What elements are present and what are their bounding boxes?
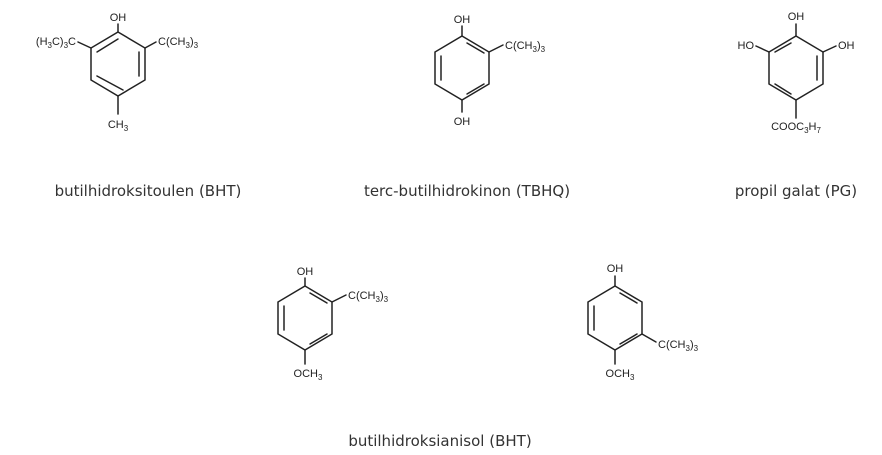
bht-top-substituent: OH — [110, 12, 127, 24]
pg-top-substituent: OH — [788, 11, 805, 23]
tbhq-ring — [434, 35, 490, 101]
pg-bottom-substituent: COOC3H7 — [771, 121, 821, 135]
bht-structure: OH (H3C)3C C(CH3)3 CH3 — [36, 12, 199, 133]
bha-isomer1-right-substituent: C(CH3)3 — [348, 290, 389, 304]
bha-isomer2-bottom-substituent: OCH3 — [606, 368, 635, 382]
bha-isomer2-top-substituent: OH — [607, 263, 624, 275]
bht-ring — [90, 31, 146, 97]
bha-isomer2-ring — [587, 285, 643, 351]
bha-caption: butilhidroksianisol (BHT) — [348, 432, 531, 450]
bha-isomer1-structure: OH C(CH3)3 OCH3 — [277, 266, 389, 382]
bht-left-substituent: (H3C)3C — [36, 36, 76, 50]
pg-ring — [768, 35, 824, 101]
tbhq-right-substituent: C(CH3)3 — [505, 40, 546, 54]
bha-isomer1-top-substituent: OH — [297, 266, 314, 278]
bha-isomer1-ring — [277, 285, 333, 351]
bht-bottom-substituent: CH3 — [108, 119, 129, 133]
bht-right-substituent: C(CH3)3 — [158, 36, 199, 50]
pg-left-substituent: HO — [738, 40, 755, 52]
pg-right-substituent: OH — [838, 40, 855, 52]
pg-structure: OH HO OH COOC3H7 — [738, 11, 855, 135]
tbhq-structure: OH C(CH3)3 OH — [434, 14, 546, 128]
bha-isomer1-bottom-substituent: OCH3 — [294, 368, 323, 382]
tbhq-bottom-substituent: OH — [454, 116, 471, 128]
pg-caption: propil galat (PG) — [735, 182, 857, 200]
bht-caption: butilhidroksitoulen (BHT) — [55, 182, 242, 200]
tbhq-top-substituent: OH — [454, 14, 471, 26]
bha-isomer2-right-substituent: C(CH3)3 — [658, 339, 699, 353]
tbhq-caption: terc-butilhidrokinon (TBHQ) — [364, 182, 570, 200]
bha-isomer2-structure: OH C(CH3)3 OCH3 — [587, 263, 699, 382]
